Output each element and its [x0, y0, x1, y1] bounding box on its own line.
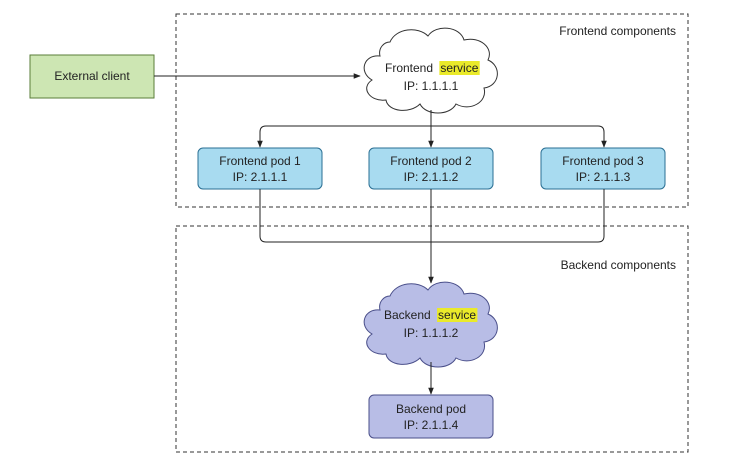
backend-components-label: Backend components [561, 258, 676, 272]
frontend-pod-2-ip: IP: 2.1.1.2 [404, 170, 459, 184]
frontend-pod-2-name: Frontend pod 2 [390, 154, 472, 168]
frontend-service-branch [259, 125, 605, 142]
backend-service-ip: IP: 1.1.1.2 [404, 326, 459, 340]
frontend-pod-3-ip: IP: 2.1.1.3 [576, 170, 631, 184]
frontend-service-name: Frontend service [385, 61, 479, 75]
backend-pod-ip: IP: 2.1.1.4 [404, 418, 459, 432]
backend-service-prefix: Backend [384, 308, 431, 322]
frontend-pod-1: Frontend pod 1 IP: 2.1.1.1 [197, 147, 323, 190]
frontend-components-label: Frontend components [559, 24, 676, 38]
frontend-service-prefix: Frontend [385, 61, 433, 75]
frontend-service-ip: IP: 1.1.1.1 [404, 79, 459, 93]
backend-service-name: Backend service [384, 308, 476, 322]
frontend-pod-1-name: Frontend pod 1 [219, 154, 301, 168]
frontend-components-group [175, 13, 689, 208]
frontend-service-highlight-text: service [440, 61, 478, 75]
frontend-service-cloud [363, 27, 498, 114]
frontend-pod-3-name: Frontend pod 3 [562, 154, 644, 168]
external-client-label: External client [54, 69, 130, 83]
frontend-service-highlight [439, 61, 480, 75]
backend-service-highlight [437, 308, 478, 322]
frontend-pod-2: Frontend pod 2 IP: 2.1.1.2 [368, 147, 494, 190]
backend-service-highlight-text: service [438, 308, 476, 322]
backend-service-cloud [363, 281, 498, 368]
frontend-pod-1-ip: IP: 2.1.1.1 [233, 170, 288, 184]
backend-pod-name: Backend pod [396, 402, 466, 416]
frontend-pods-merge [259, 189, 605, 243]
backend-pod: Backend pod IP: 2.1.1.4 [368, 394, 494, 439]
backend-components-group [175, 225, 689, 453]
frontend-pod-3: Frontend pod 3 IP: 2.1.1.3 [540, 147, 666, 190]
